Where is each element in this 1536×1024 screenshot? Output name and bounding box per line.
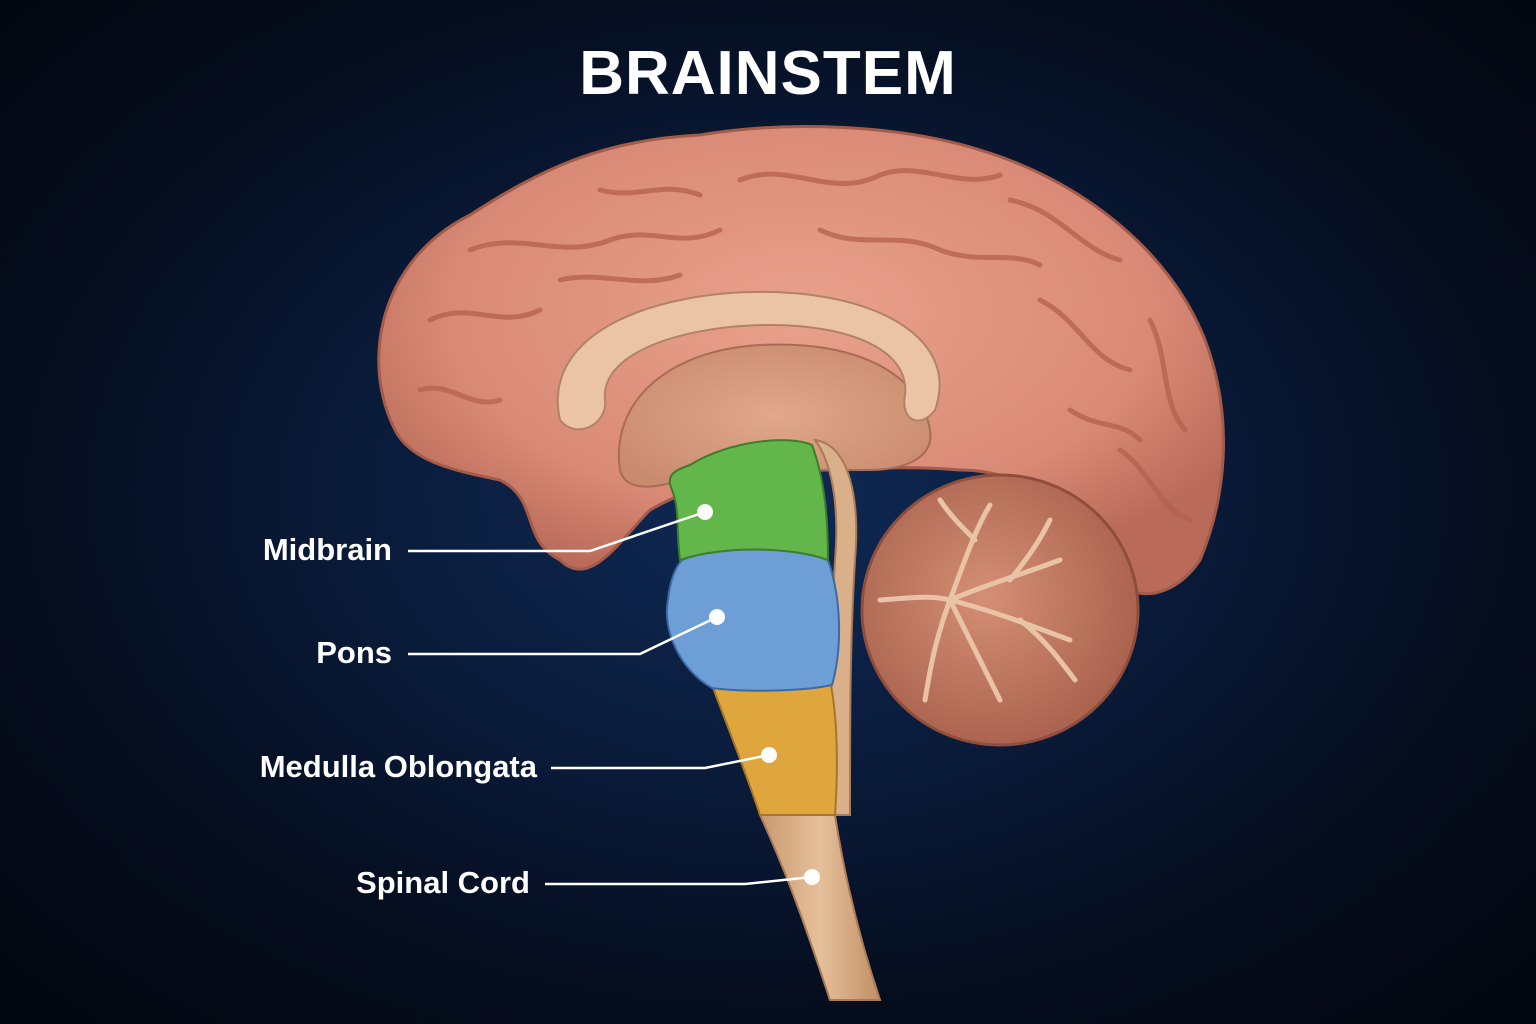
label-pons: Pons: [316, 635, 392, 670]
diagram-title: BRAINSTEM: [579, 39, 957, 108]
label-medulla: Medulla Oblongata: [259, 749, 537, 784]
gyri-texture: [417, 168, 1193, 523]
pointer-dots: [697, 504, 820, 885]
medulla-leader: [551, 753, 770, 770]
spinal-cord-shape: [758, 814, 882, 1001]
medulla-dot: [761, 747, 777, 763]
leader-lines: [408, 510, 813, 886]
arbor-vitae: [877, 497, 1078, 703]
midbrain-dot: [697, 504, 713, 520]
pons-leader: [408, 615, 718, 656]
label-spinal-cord: Spinal Cord: [356, 865, 530, 900]
spinal-cord-leader: [545, 875, 813, 886]
cerebellum: [860, 473, 1140, 747]
label-midbrain: Midbrain: [262, 532, 392, 567]
spinal-cord-dot: [804, 869, 820, 885]
medulla-region: [710, 678, 838, 816]
pons-dot: [709, 609, 725, 625]
pons-region: [665, 547, 841, 692]
midbrain-leader: [408, 510, 706, 553]
corpus-callosum: [556, 290, 941, 431]
midbrain-region: [668, 439, 830, 562]
